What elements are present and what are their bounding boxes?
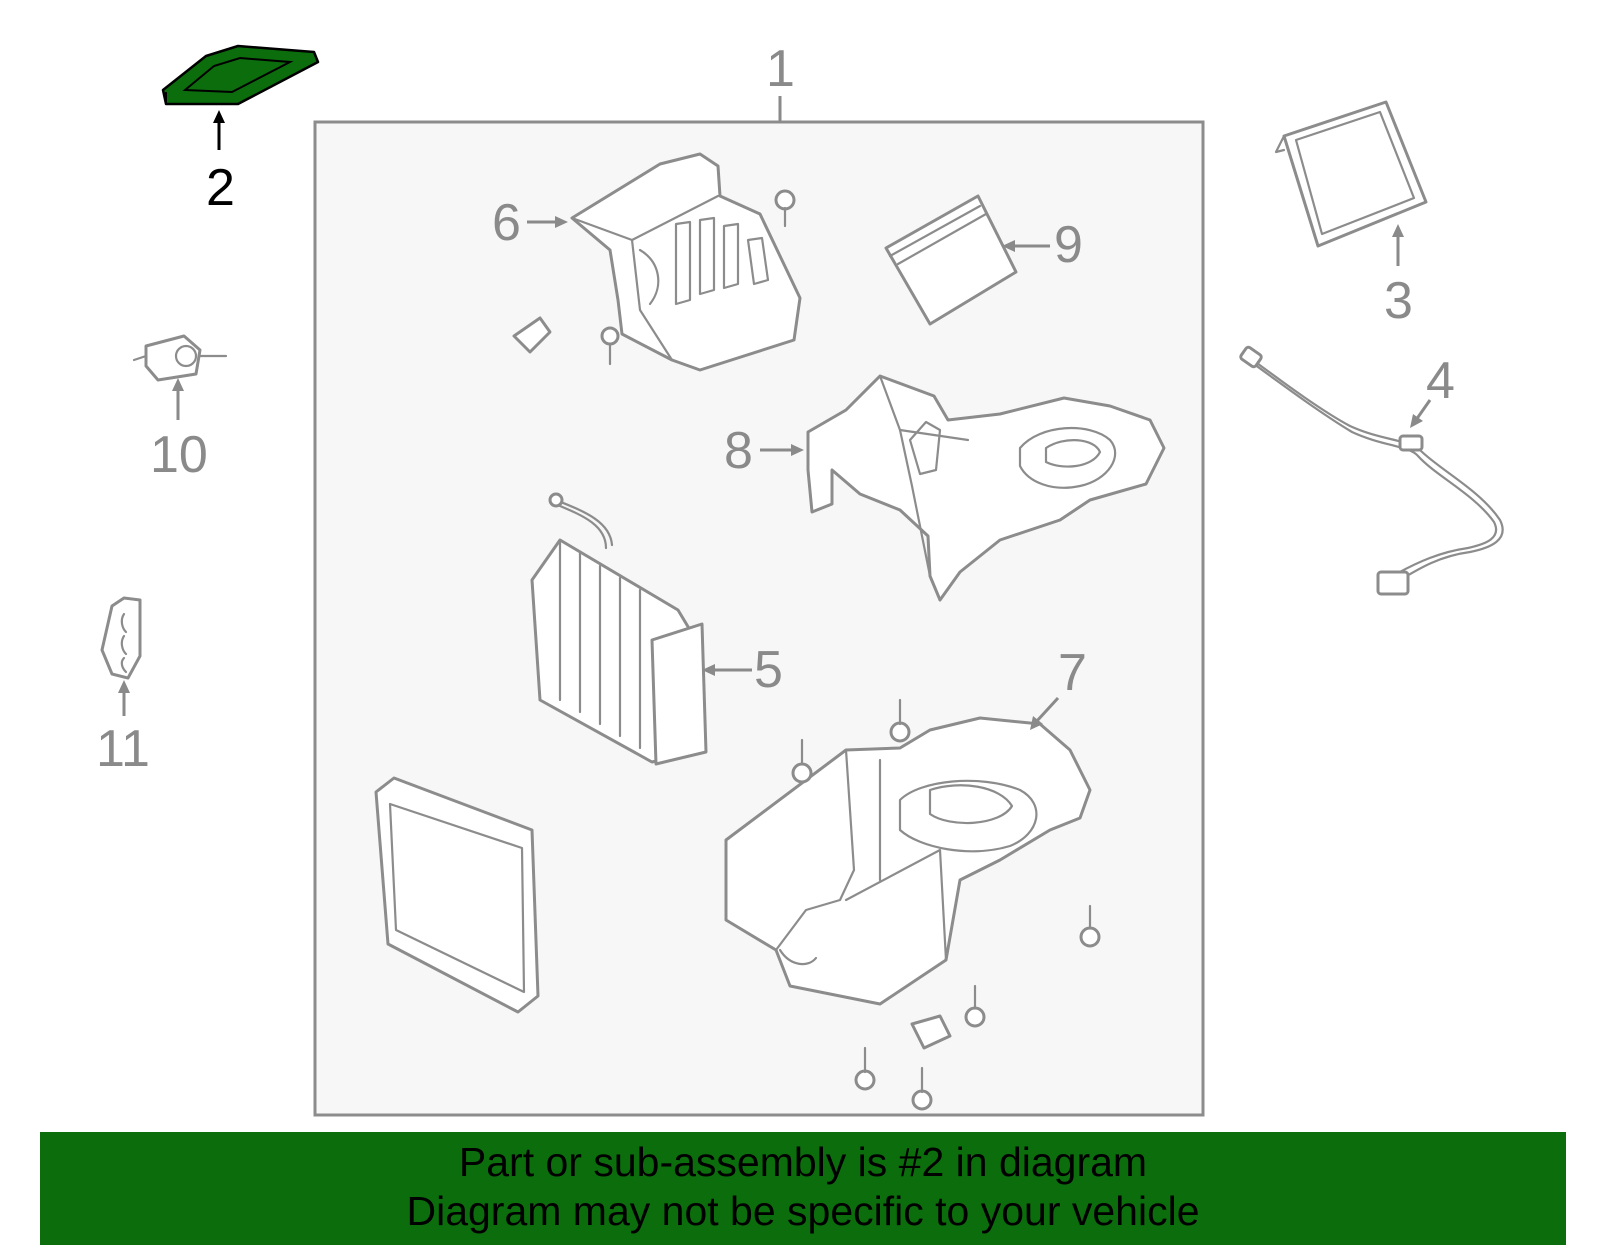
callout-3: 3 — [1384, 272, 1413, 330]
part-7-arrow — [1034, 696, 1060, 724]
part-11-sensor[interactable] — [100, 596, 142, 680]
part-10-arrowhead — [172, 378, 184, 391]
part-11-arrowhead — [118, 680, 130, 693]
part-2-arrowhead — [213, 110, 225, 123]
part-5-arrowhead — [702, 664, 715, 676]
screw-hardware-bottom — [791, 698, 1101, 1111]
callout-2: 2 — [206, 159, 235, 217]
callout-8: 8 — [724, 422, 753, 480]
part-6-arrowhead — [555, 216, 568, 228]
part-2-filter-seal[interactable] — [161, 44, 320, 106]
part-7-arrowhead — [1030, 716, 1043, 730]
part-4-arrow — [1414, 399, 1432, 421]
callout-11: 11 — [96, 720, 150, 778]
part-3-filter-frame[interactable] — [1274, 100, 1428, 248]
callout-1: 1 — [766, 40, 795, 98]
callout-6: 6 — [492, 194, 521, 252]
part-8-arrowhead — [791, 444, 804, 456]
screw-hardware-top — [512, 189, 796, 366]
part-9-arrowhead — [1002, 240, 1015, 252]
part-10-actuator[interactable] — [132, 334, 228, 382]
callout-5: 5 — [754, 641, 783, 699]
callout-4: 4 — [1426, 352, 1455, 410]
part-4-wire-harness[interactable] — [1239, 345, 1504, 596]
footer-line-1: Part or sub-assembly is #2 in diagram — [458, 1139, 1148, 1185]
part-5-evaporator-core[interactable] — [530, 492, 708, 766]
part-9-filter-element[interactable] — [884, 194, 1018, 326]
footer-line-2: Diagram may not be specific to your vehi… — [406, 1188, 1200, 1234]
part-8-blower-case[interactable] — [806, 374, 1166, 602]
lower-frame-part — [374, 776, 540, 1014]
callout-10: 10 — [150, 426, 208, 484]
part-3-arrowhead — [1392, 224, 1404, 237]
callout-9: 9 — [1054, 216, 1083, 274]
callout-7: 7 — [1058, 644, 1087, 702]
part-7-lower-case[interactable] — [724, 716, 1092, 1006]
part-6-upper-case[interactable] — [570, 152, 802, 372]
footer-banner: Part or sub-assembly is #2 in diagram Di… — [40, 1132, 1566, 1245]
part-4-arrowhead — [1410, 414, 1423, 428]
